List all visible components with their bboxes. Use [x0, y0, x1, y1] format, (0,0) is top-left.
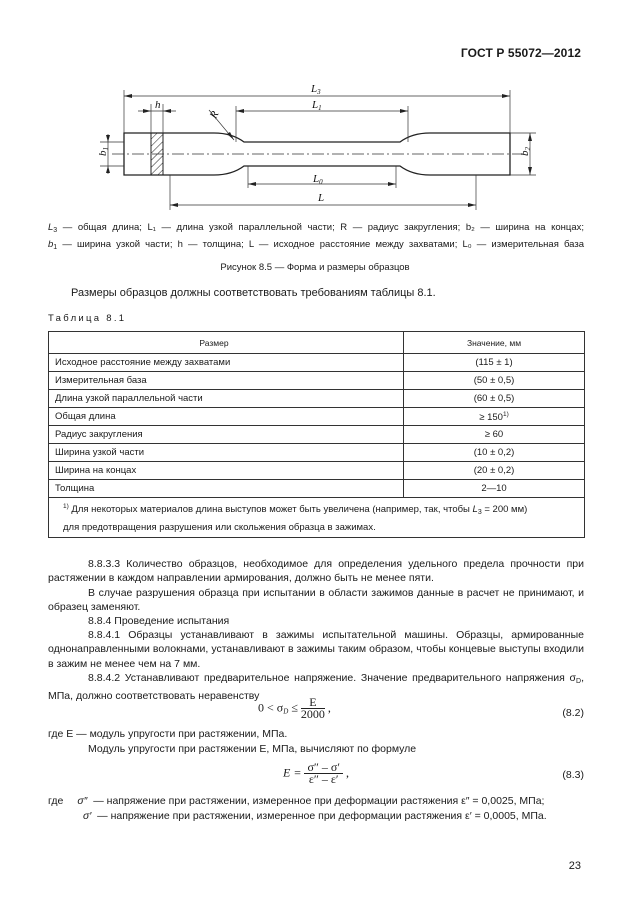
legend-line-1: L3 — общая длина; L₁ — длина узкой парал… — [48, 222, 585, 234]
paragraph-8-8-4-1: 8.8.4.1 Образцы устанавливают в зажимы и… — [48, 629, 584, 670]
where-E: где E — модуль упругости при растяжении,… — [48, 728, 288, 740]
row-label: Радиус закругления — [48, 425, 404, 444]
row-value: (50 ± 0,5) — [403, 371, 585, 390]
intro-text: Размеры образцов должны соответствовать … — [71, 287, 436, 299]
row-value: (10 ± 0,2) — [403, 443, 585, 462]
paragraph-modulus: Модуль упругости при растяжении E, МПа, … — [88, 743, 417, 755]
table-title: Таблица 8.1 — [48, 313, 127, 324]
table-row: Общая длина≥ 1501) — [48, 407, 585, 426]
label-h: h — [155, 99, 161, 111]
row-value: 2—10 — [403, 479, 585, 498]
label-b1: b1 — [97, 147, 110, 156]
label-L: L — [317, 192, 324, 204]
table-row: Измерительная база(50 ± 0,5) — [48, 371, 585, 390]
row-value: (20 ± 0,2) — [403, 461, 585, 480]
figure-legend: L3 — общая длина; L₁ — длина узкой парал… — [48, 221, 584, 254]
table-row: Исходное расстояние между захватами(115 … — [48, 353, 585, 372]
table-row: Длина узкой параллельной части(60 ± 0,5) — [48, 389, 585, 408]
paragraph-8-8-3-3: 8.8.3.3 Количество образцов, необходимое… — [48, 558, 584, 585]
row-value: (60 ± 0,5) — [403, 389, 585, 408]
row-label: Толщина — [48, 479, 404, 498]
row-label: Исходное расстояние между захватами — [48, 353, 404, 372]
equation-number-8-2: (8.2) — [562, 707, 584, 719]
table-row: Ширина на концах(20 ± 0,2) — [48, 461, 585, 480]
row-value: ≥ 60 — [403, 425, 585, 444]
formula-8-3: E = σ″ – σ′ε″ – ε′ , — [283, 760, 349, 786]
row-label: Ширина узкой части — [48, 443, 404, 462]
table-header-row: Размер Значение, мм — [48, 331, 585, 354]
col-header-value: Значение, мм — [403, 331, 585, 354]
label-b2: b2 — [519, 147, 532, 157]
document-header: ГОСТ Р 55072—2012 — [460, 46, 581, 60]
table-footnote: 1) Для некоторых материалов длина выступ… — [48, 497, 585, 538]
row-label: Общая длина — [48, 407, 404, 426]
row-label: Длина узкой параллельной части — [48, 389, 404, 408]
figure-caption: Рисунок 8.5 — Форма и размеры образцов — [220, 262, 410, 273]
label-L1: L1 — [311, 99, 322, 112]
row-value: (115 ± 1) — [403, 353, 585, 372]
paragraph-clamp-failure: В случае разрушения образца при испытани… — [48, 587, 584, 614]
equation-number-8-3: (8.3) — [562, 769, 584, 781]
row-label: Измерительная база — [48, 371, 404, 390]
dimensions-table: Размер Значение, мм Исходное расстояние … — [48, 331, 585, 538]
row-value: ≥ 1501) — [403, 407, 585, 426]
label-L0: L0 — [312, 173, 323, 186]
label-R: R — [207, 109, 221, 122]
specimen-drawing: L3 L1 h R L0 L b1 b2 — [97, 83, 536, 210]
col-header-size: Размер — [48, 331, 404, 354]
table-row: Радиус закругления≥ 60 — [48, 425, 585, 444]
legend-line-2: b1 — ширина узкой части; h — толщина; L … — [48, 238, 585, 251]
label-L3: L3 — [310, 83, 321, 96]
heading-8-8-4: 8.8.4 Проведение испытания — [88, 615, 230, 627]
row-label: Ширина на концах — [48, 461, 404, 480]
table-row: Ширина узкой части(10 ± 0,2) — [48, 443, 585, 462]
table-footnote-row: 1) Для некоторых материалов длина выступ… — [48, 497, 585, 538]
where-line-2: σ′ — напряжение при растяжении, измеренн… — [83, 810, 547, 822]
page-number: 23 — [568, 860, 581, 872]
paragraph-8-8-4-2: 8.8.4.2 Устанавливают предварительное на… — [48, 672, 584, 703]
